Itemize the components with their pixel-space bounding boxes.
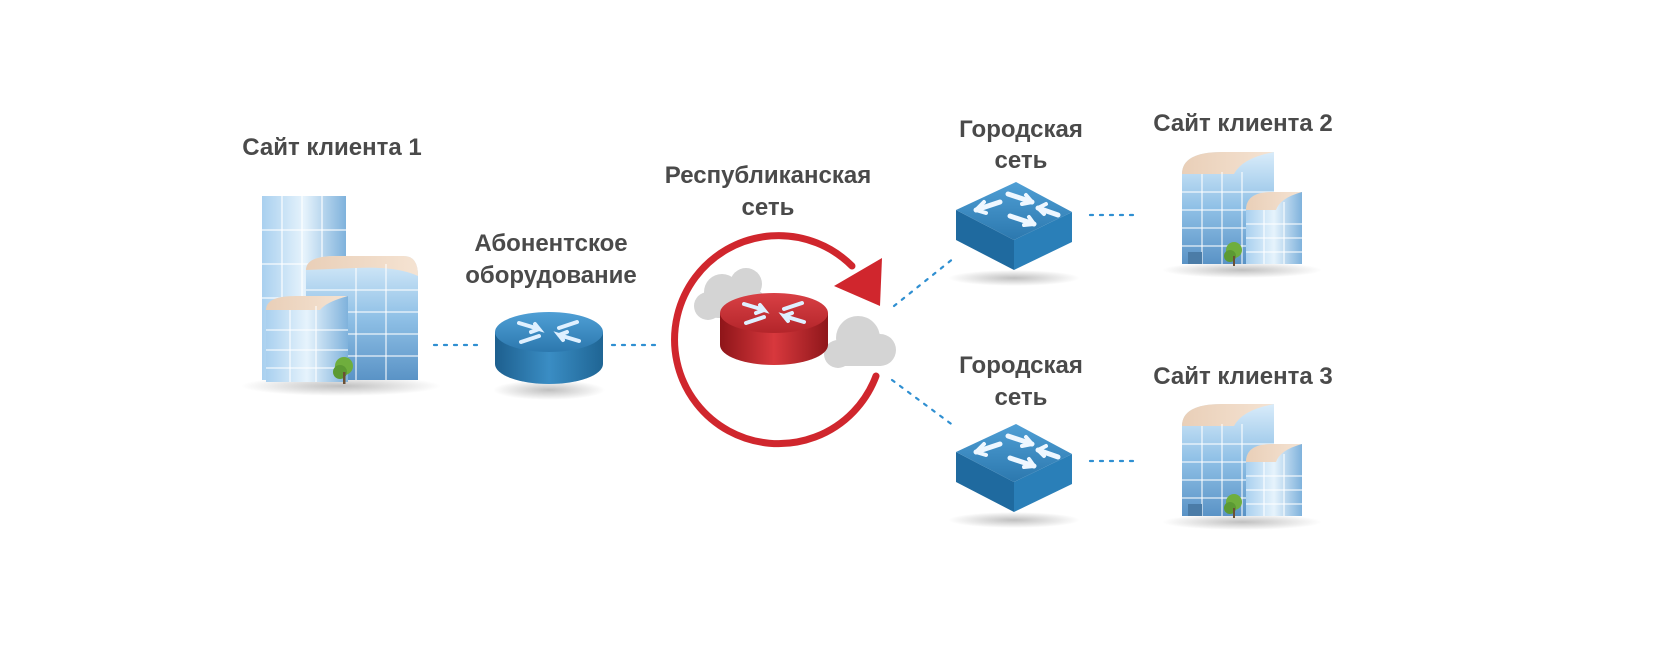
site1-label: Сайт клиента 1 <box>242 134 421 161</box>
city2-label-line2: сеть <box>995 384 1048 411</box>
cloud-icon <box>824 316 896 368</box>
office-building-icon <box>241 196 441 396</box>
office-building-icon <box>1161 403 1323 531</box>
city1-label-line2: сеть <box>995 147 1048 174</box>
cpe-label-line2: оборудование <box>465 262 637 289</box>
republic-label-line2: сеть <box>742 194 795 221</box>
republic-label-line1: Республиканская <box>665 162 871 189</box>
router-icon <box>493 312 605 400</box>
cpe-label-line1: Абонентское <box>474 230 627 257</box>
office-building-icon <box>1161 151 1323 279</box>
city2-label-line1: Городская <box>959 352 1083 379</box>
link-core-city2 <box>890 378 956 428</box>
switch-icon <box>948 182 1080 286</box>
ring-arrow-icon <box>671 232 882 448</box>
switch-icon <box>948 424 1080 528</box>
site2-label: Сайт клиента 2 <box>1153 110 1332 137</box>
link-core-city1 <box>892 256 956 308</box>
core-router-icon <box>720 293 828 365</box>
city1-label-line1: Городская <box>959 116 1083 143</box>
site3-label: Сайт клиента 3 <box>1153 363 1332 390</box>
